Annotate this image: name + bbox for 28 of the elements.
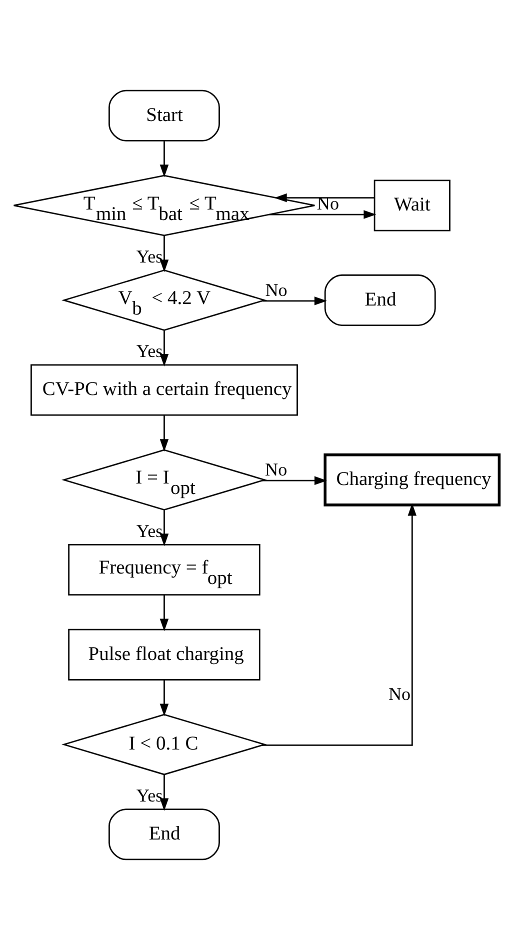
arrow: [274, 193, 374, 202]
node-box: Pulse float charging: [68, 628, 260, 680]
arrow: [262, 296, 327, 306]
arrow: [160, 330, 169, 367]
arrow: [262, 503, 417, 746]
edge-label: Yes: [136, 246, 163, 266]
arrow: [160, 141, 169, 178]
edge-label: No: [388, 684, 411, 704]
edge-label: Yes: [136, 785, 163, 806]
arrow: [160, 680, 169, 716]
edge-label: Yes: [136, 341, 163, 362]
arrow: [160, 510, 169, 546]
node-box: End: [108, 808, 220, 860]
node-box: Charging frequency: [324, 453, 501, 506]
node-diamond: I < 0.1 C: [62, 714, 267, 776]
arrow: [160, 416, 169, 452]
node-box: CV-PC with a certain frequency: [30, 364, 298, 416]
arrow: [160, 235, 169, 272]
arrow: [269, 210, 376, 219]
edge-label: No: [265, 460, 288, 480]
node-box: End: [324, 274, 436, 326]
arrow: [160, 595, 169, 632]
edge-label: Yes: [136, 520, 163, 541]
node-box: Start: [108, 90, 220, 142]
arrow: [262, 476, 328, 485]
node-box: Wait: [374, 180, 450, 232]
edge-label: No: [265, 280, 288, 300]
arrow: [160, 774, 169, 811]
